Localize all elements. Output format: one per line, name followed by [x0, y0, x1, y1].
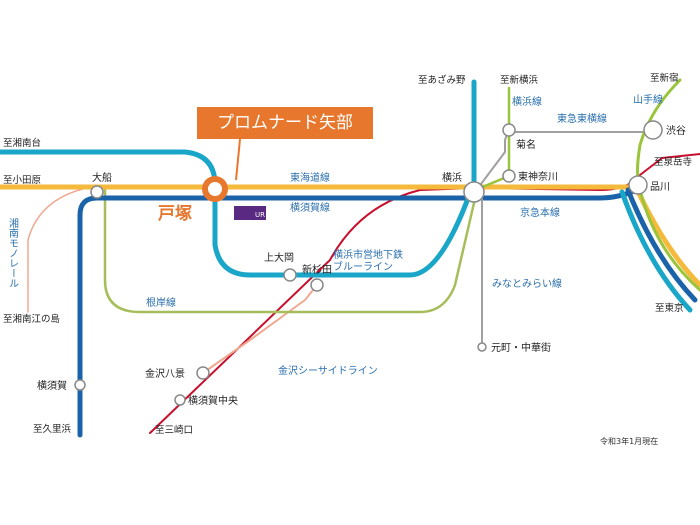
label-ofuna: 大船: [92, 171, 112, 184]
line-label-toyoko: 東急東横線: [557, 112, 607, 125]
label-higashikanagawa: 東神奈川: [518, 170, 558, 183]
label-shinsugita: 新杉田: [302, 263, 332, 276]
blue-line: [0, 149, 473, 278]
right-line-blue: [625, 187, 698, 303]
ur-logo: [234, 206, 266, 220]
dir-shonan-enoshima: 至湘南江の島: [3, 313, 60, 325]
label-motomachi: 元町・中華街: [491, 341, 551, 354]
label-yokosuka-chuo: 横須賀中央: [188, 394, 238, 407]
station-motomachi-marker: [477, 342, 487, 352]
station-shibuya-marker: [643, 120, 663, 140]
line-label-blueline-2: ブルーライン: [333, 260, 393, 273]
dir-shinjuku: 至新宿: [650, 72, 679, 84]
label-shinagawa: 品川: [650, 181, 670, 193]
line-label-keikyu: 京急本線: [520, 206, 560, 219]
label-yokohama: 横浜: [442, 171, 462, 184]
label-totsuka: 戸塚: [158, 204, 192, 224]
dir-odawara: 至小田原: [3, 175, 41, 186]
station-kanazawa-hakkei-marker: [196, 366, 210, 380]
date-note: 令和3年1月現在: [600, 437, 659, 446]
line-label-blueline-1: 横浜市営地下鉄: [333, 248, 403, 261]
station-totsuka-inner: [208, 182, 222, 196]
line-label-seaside: 金沢シーサイドライン: [278, 364, 378, 377]
station-shinagawa-marker: [628, 175, 648, 195]
line-label-negishi: 根岸線: [146, 296, 176, 309]
dir-azamino: 至あざみ野: [418, 74, 466, 86]
callout-pointer: [235, 138, 241, 181]
line-label-monorail: 湘南モノレール: [7, 217, 19, 288]
line-label-yamanote: 山手線: [633, 93, 663, 106]
line-label-yokohama: 横浜線: [512, 95, 542, 108]
label-kamiooka: 上大岡: [264, 251, 294, 264]
label-kanazawa-hakkei: 金沢八景: [145, 367, 185, 380]
label-kikuna: 菊名: [516, 138, 536, 151]
yokosuka-line: [77, 185, 643, 438]
station-ofuna-marker: [90, 185, 104, 199]
negishi-line: [103, 188, 479, 314]
label-yokosuka: 横須賀: [37, 379, 67, 392]
station-yokosuka-chuo-marker: [174, 394, 186, 406]
dir-tokyo: 至東京: [655, 302, 684, 314]
right-line-cyan: [619, 189, 693, 313]
station-yokohama-marker: [463, 181, 485, 203]
station-higashikanagawa-marker: [502, 169, 516, 183]
dir-shinyokohama: 至新横浜: [500, 74, 539, 86]
dir-kurihama: 至久里浜: [33, 423, 72, 435]
line-label-minatomirai: みなとみらい線: [492, 277, 562, 290]
line-label-yokosuka: 横須賀線: [290, 201, 330, 214]
line-label-tokaido: 東海道線: [290, 171, 330, 184]
dir-sengakuji: 至泉岳寺: [654, 156, 693, 168]
callout-promenade-yabe: プロムナード矢部: [197, 107, 373, 139]
label-shibuya: 渋谷: [666, 124, 686, 137]
station-shinsugita-marker: [310, 278, 324, 292]
station-kamiooka-marker: [283, 268, 297, 282]
dir-shonandai: 至湘南台: [3, 137, 41, 149]
monorail-line: [27, 185, 98, 313]
seaside-line: [202, 284, 318, 374]
toyoko-line: [477, 131, 651, 189]
ur-logo-text: UR: [255, 211, 265, 219]
station-yokosuka-marker: [74, 379, 86, 391]
dir-misakiguchi: 至三崎口: [155, 424, 193, 436]
station-kikuna-marker: [502, 123, 516, 137]
